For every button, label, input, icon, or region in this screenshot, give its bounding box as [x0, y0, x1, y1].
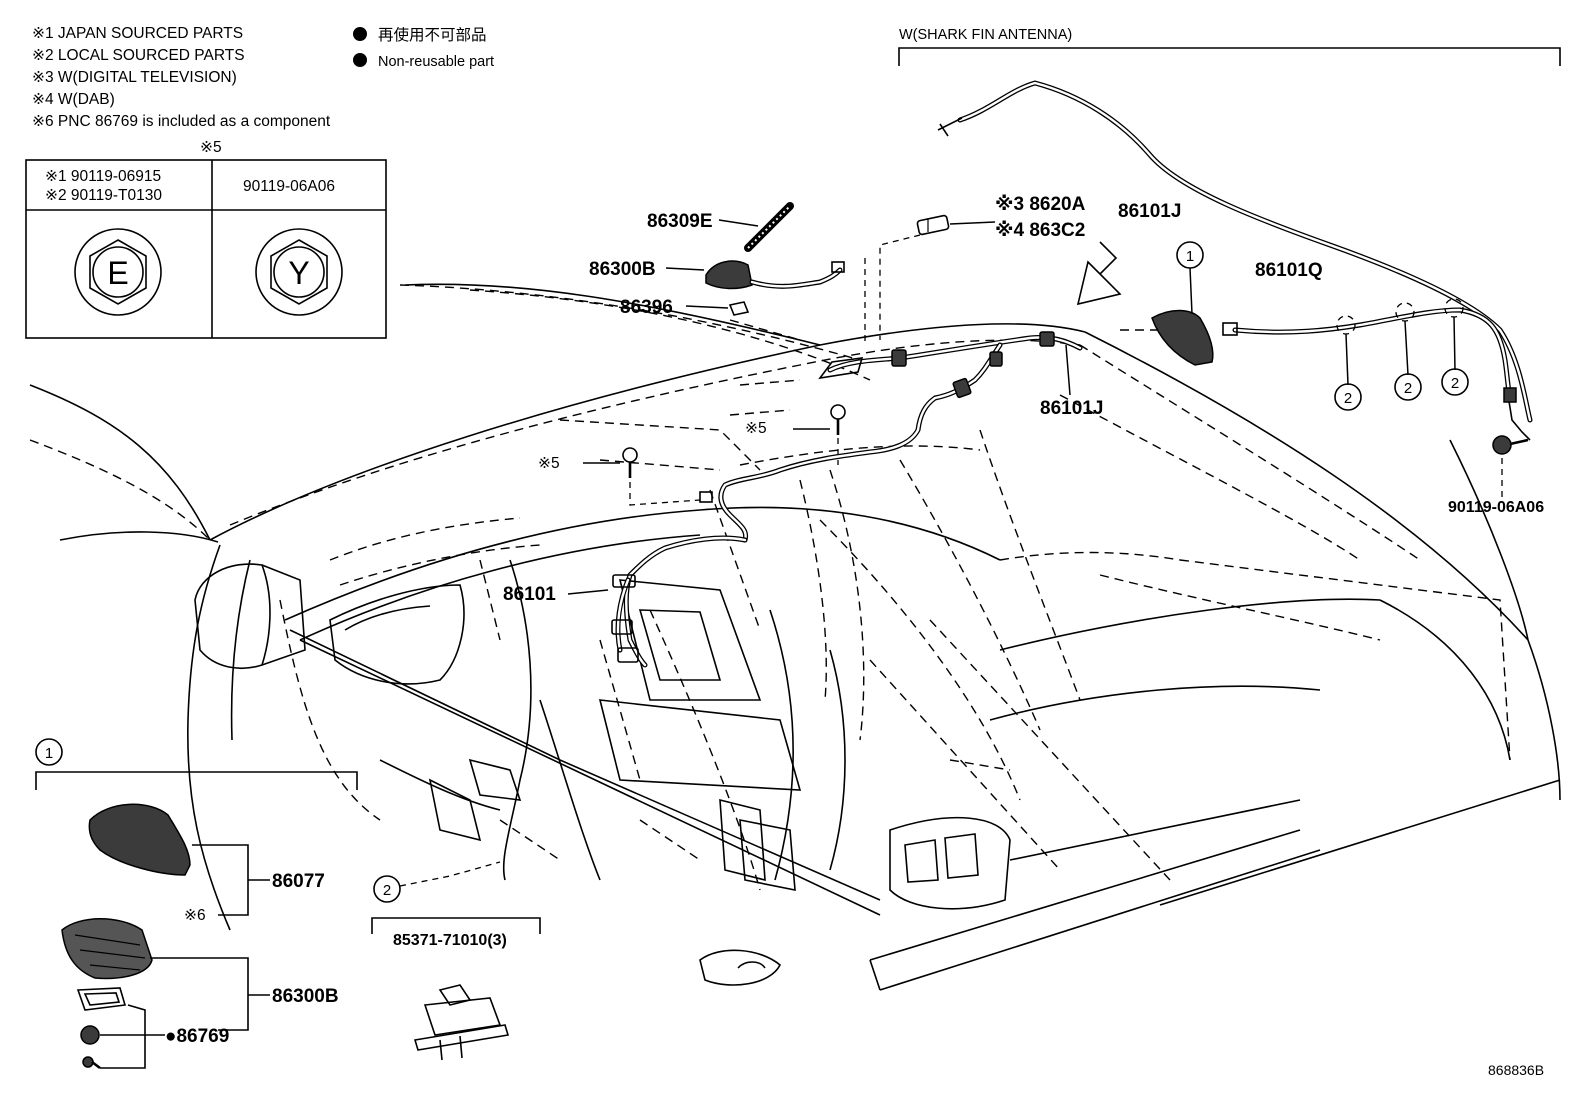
label-86300b-top: 86300B	[589, 259, 656, 280]
shark-fin-cover-icon	[88, 803, 191, 876]
screw-ref5-b-icon	[622, 447, 701, 506]
antenna-pad-icon	[728, 301, 750, 316]
callout-2-b: 2	[1404, 380, 1412, 397]
note-local-sourced: ※2 LOCAL SOURCED PARTS	[32, 47, 245, 64]
bolt-y-letter: Y	[288, 255, 309, 291]
callout-2-c: 2	[1451, 375, 1459, 392]
bolt-e-icon: E	[74, 228, 162, 316]
bolt-e-letter: E	[107, 255, 128, 291]
shark-fin-antenna-icon	[1151, 309, 1214, 366]
inset-1: 1 86077 ※6 86300B ●86769	[35, 738, 358, 1070]
label-86077: 86077	[272, 871, 325, 892]
table-ref: ※5	[200, 139, 222, 156]
antenna-cable-86101j-top	[937, 80, 1533, 423]
non-reusable-dot-icon	[353, 27, 367, 41]
label-86101j-mid: 86101J	[1040, 398, 1103, 419]
label-86396: 86396	[620, 297, 673, 318]
callout-1: 1	[1176, 241, 1204, 315]
label-86309e: 86309E	[647, 211, 713, 232]
svg-text:2: 2	[383, 882, 391, 899]
svg-text:1: 1	[1186, 248, 1194, 265]
legend-jp: 再使用不可部品	[378, 26, 487, 44]
antenna-cable-86101q	[1222, 307, 1531, 441]
diagram-id: 868836B	[1488, 1062, 1544, 1078]
note-pnc-component: ※6 PNC 86769 is included as a component	[32, 113, 331, 130]
connector-8620a-863c2	[864, 214, 996, 345]
bolt-90119-06a06-icon	[1492, 435, 1529, 500]
antenna-base-icon	[705, 260, 753, 290]
screw-ref5-a-icon	[830, 404, 846, 465]
note-digital-tv: ※3 W(DIGITAL TELEVISION)	[32, 69, 237, 86]
notes-block: ※1 JAPAN SOURCED PARTS ※2 LOCAL SOURCED …	[32, 25, 331, 130]
label-86101q: 86101Q	[1255, 260, 1323, 281]
callout-2-a: 2	[1344, 390, 1352, 407]
callout-1-inset: 1	[45, 745, 53, 762]
bolt-table: ※5 ※1 90119-06915 ※2 90119-T0130 90119-0…	[25, 139, 387, 339]
direction-arrow-icon	[1076, 241, 1122, 306]
non-reusable-dot-icon	[353, 53, 367, 67]
main-antenna-harness	[611, 331, 1083, 668]
legend: 再使用不可部品 Non-reusable part	[353, 26, 494, 70]
note-dab: ※4 W(DAB)	[32, 91, 115, 108]
roof-antenna-assembly	[705, 202, 845, 316]
table-col2: 90119-06A06	[243, 178, 335, 195]
callout-2-clip: 2	[373, 861, 501, 903]
label-ref6: ※6	[184, 907, 206, 924]
table-border	[25, 159, 387, 339]
table-col1-line2: ※2 90119-T0130	[45, 187, 162, 204]
shark-fin-bracket: W(SHARK FIN ANTENNA)	[898, 27, 1561, 66]
label-ref5-a: ※5	[745, 420, 767, 437]
vehicle-body-outline	[29, 283, 1561, 991]
label-90119-06a06: 90119-06A06	[1448, 499, 1544, 516]
label-85371: 85371-71010(3)	[393, 932, 507, 949]
leader-lines	[567, 219, 1071, 595]
antenna-base-inset-icon	[61, 918, 153, 980]
shark-fin-title: W(SHARK FIN ANTENNA)	[899, 27, 1072, 43]
antenna-rod-icon	[744, 202, 794, 252]
label-8620a: ※3 8620A	[995, 194, 1086, 215]
bolt-y-icon: Y	[255, 228, 343, 316]
label-ref5-b: ※5	[538, 455, 560, 472]
clamp-callouts: 2 2 2	[1334, 298, 1469, 411]
clip-85371: 85371-71010(3)	[371, 917, 541, 1061]
legend-en: Non-reusable part	[378, 54, 494, 70]
label-86300b-inset: 86300B	[272, 986, 339, 1007]
table-col1-line1: ※1 90119-06915	[45, 168, 161, 185]
note-japan-sourced: ※1 JAPAN SOURCED PARTS	[32, 25, 243, 42]
label-86769: ●86769	[165, 1026, 229, 1047]
label-86101: 86101	[503, 584, 556, 605]
label-863c2: ※4 863C2	[995, 220, 1085, 241]
label-86101j-top: 86101J	[1118, 201, 1181, 222]
